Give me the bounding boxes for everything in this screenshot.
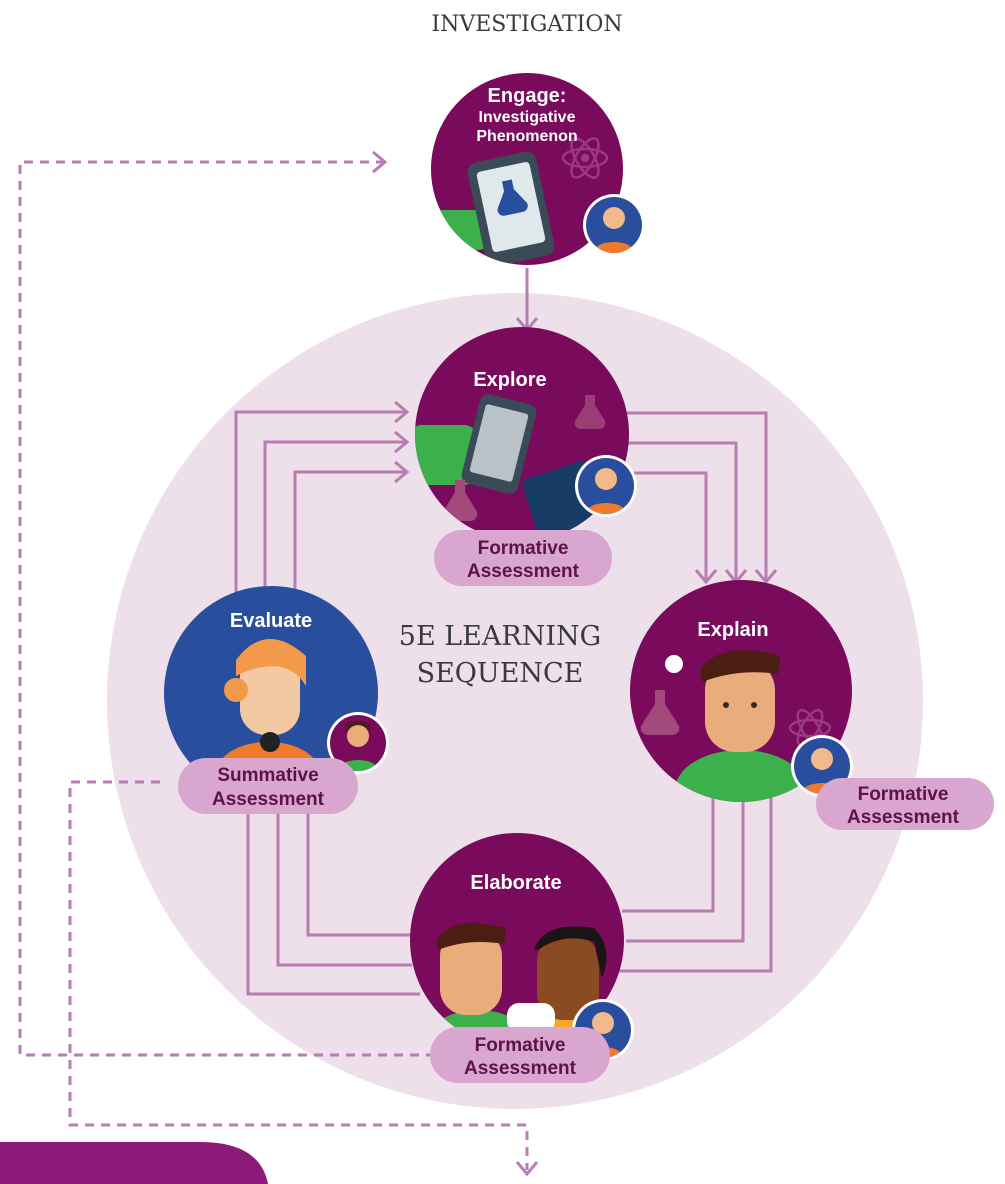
- center-label-line2: SEQUENCE: [417, 658, 584, 689]
- explore-title: Explore: [473, 369, 546, 391]
- center-label: 5E LEARNING SEQUENCE: [399, 621, 601, 689]
- necklace-illustration: [260, 732, 280, 752]
- flask-icon: [497, 179, 528, 216]
- evaluate-stage: Evaluate Summative Assessment: [164, 586, 389, 814]
- teacher-illustration: [240, 650, 300, 735]
- lightbulb-icon: [665, 655, 683, 673]
- flask-icon: [640, 690, 680, 736]
- student-illustration: [440, 930, 502, 1015]
- dashed-loop-arrow: [18, 160, 529, 1170]
- engage-stage: Engage: Investigative Phenomenon: [431, 73, 645, 265]
- heading-investigation: INVESTIGATION: [431, 12, 622, 37]
- explain-stage: Explain Formative Assessment: [630, 580, 994, 830]
- learning-sequence-ring: [107, 293, 923, 1109]
- flask-icon: [574, 395, 606, 430]
- badge-line1: Formative: [475, 1035, 566, 1056]
- badge-line2: Assessment: [464, 1058, 577, 1079]
- explore-assessment-badge: Formative Assessment: [434, 530, 612, 586]
- atom-icon: [561, 137, 609, 179]
- elaborate-assessment-badge: Formative Assessment: [430, 1027, 610, 1083]
- explore-stage: Explore Formative Assessment: [415, 327, 637, 586]
- engage-title-line2: Investigative: [479, 109, 576, 126]
- hand-illustration: [415, 425, 478, 485]
- speech-bubble-icon: [507, 1003, 555, 1033]
- dashed-arrowheads: [372, 150, 539, 1177]
- engage-title-line3: Phenomenon: [476, 128, 577, 145]
- flask-icon: [442, 480, 478, 522]
- badge-line2: Assessment: [847, 807, 960, 828]
- footer-bar: [0, 1142, 268, 1184]
- evaluate-title: Evaluate: [230, 610, 312, 632]
- teacher-avatar-icon: [583, 194, 645, 256]
- engage-title-line1: Engage:: [488, 85, 567, 107]
- badge-line1: Formative: [478, 538, 569, 559]
- badge-line1: Summative: [217, 765, 318, 786]
- badge-line2: Assessment: [212, 789, 325, 810]
- elaborate-title: Elaborate: [470, 872, 561, 894]
- explain-assessment-badge: Formative Assessment: [816, 778, 994, 830]
- evaluate-assessment-badge: Summative Assessment: [178, 758, 358, 814]
- teacher-avatar-icon: [575, 455, 637, 517]
- badge-line2: Assessment: [467, 561, 580, 582]
- explain-title: Explain: [697, 619, 768, 641]
- student-illustration: [705, 660, 775, 752]
- elaborate-stage: Elaborate Formative Assessment: [410, 833, 634, 1083]
- badge-line1: Formative: [858, 784, 949, 805]
- flow-arrows: [234, 268, 778, 996]
- student-illustration: [537, 935, 599, 1020]
- center-label-line1: 5E LEARNING: [399, 621, 601, 652]
